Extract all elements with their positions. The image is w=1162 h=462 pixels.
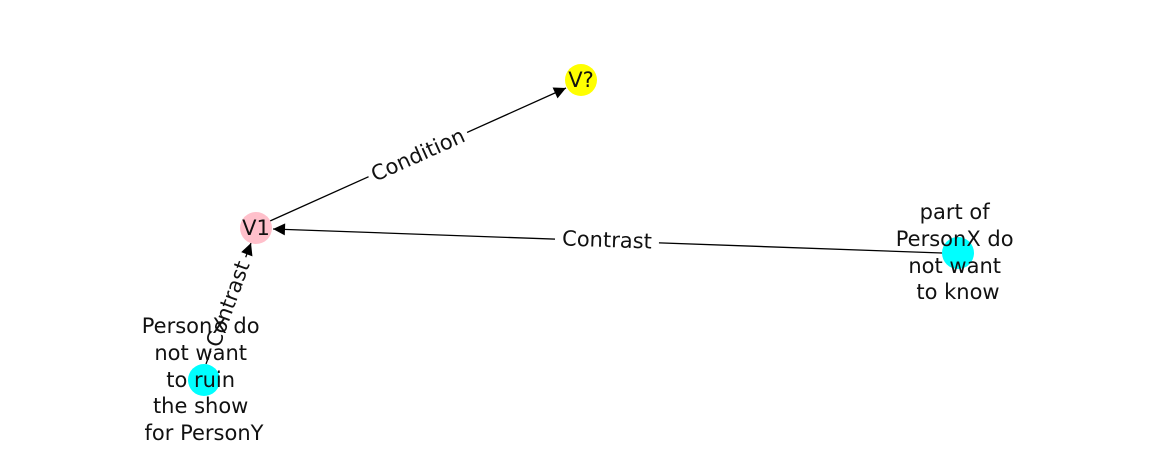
- node-part-of-personx: [942, 237, 974, 269]
- node-label-line: PersonX do: [142, 314, 260, 338]
- node-label-personx-not-ruin-show: PersonX do not want to ruin the show for…: [142, 314, 267, 445]
- node-personx-not-ruin-show: [188, 364, 220, 396]
- node-label-line: not want: [908, 254, 1001, 278]
- node-label-line: to ruin: [166, 368, 235, 392]
- node-labels-layer: V? V1 part of PersonX do not want to kno…: [142, 68, 1021, 445]
- node-v-question: [565, 64, 597, 96]
- edge-label-bg: [198, 252, 258, 356]
- edge-label-bg: [363, 120, 473, 190]
- edge-label-bg: [554, 224, 660, 256]
- node-label-line: PersonX do: [896, 227, 1014, 251]
- node-label-v-question: V?: [568, 68, 594, 92]
- edge-label-contrast-part: Contrast: [562, 226, 653, 253]
- node-v1: [240, 212, 272, 244]
- node-label-part-of-personx: part of PersonX do not want to know: [896, 200, 1021, 304]
- node-label-v1: V1: [242, 216, 270, 240]
- node-label-line: for PersonY: [145, 421, 264, 445]
- nodes-layer: [188, 64, 974, 396]
- edge-label-condition: Condition: [367, 124, 468, 187]
- node-label-line: not want: [154, 341, 247, 365]
- node-label-line: part of: [920, 200, 991, 224]
- node-label-line: the show: [153, 394, 248, 418]
- node-label-line: to know: [916, 280, 999, 304]
